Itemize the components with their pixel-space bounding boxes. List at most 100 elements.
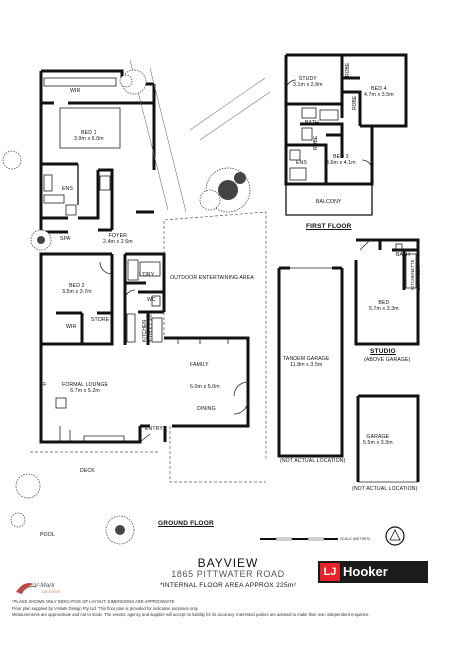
room-name: BED bbox=[378, 300, 390, 306]
room-bath-2: BATH bbox=[396, 252, 410, 258]
room-wir-2: WIR bbox=[66, 324, 76, 330]
tandem-garage-walls bbox=[277, 266, 344, 458]
label-ff: FF bbox=[40, 382, 47, 388]
note-not-actual-location-1: (NOT ACTUAL LOCATION) bbox=[280, 458, 346, 464]
garage-walls bbox=[356, 394, 420, 483]
room-name: BED 3 bbox=[333, 154, 349, 160]
scale-bar bbox=[260, 537, 338, 541]
room-robe-2: ROBE bbox=[352, 96, 358, 110]
room-ens-1: ENS bbox=[62, 186, 73, 192]
room-name: OUTDOOR ENTERTAINING AREA bbox=[170, 275, 254, 281]
trees bbox=[2, 69, 251, 545]
ground-floor-fixtures bbox=[43, 77, 249, 443]
room-dimensions: 3.6m x 4.1m bbox=[326, 160, 356, 166]
room-name: ENS bbox=[296, 160, 307, 166]
area-deck: DECK bbox=[80, 468, 95, 474]
room-name: ROBE bbox=[352, 95, 358, 110]
room-name: FORMAL LOUNGE bbox=[62, 382, 109, 388]
room-family: FAMILY bbox=[190, 362, 209, 368]
vmark-name: V-Mark bbox=[34, 582, 55, 589]
room-name: BALCONY bbox=[316, 199, 342, 205]
heading-first-floor: FIRST FLOOR bbox=[306, 223, 352, 230]
heading-studio-sub: (ABOVE GARAGE) bbox=[364, 357, 411, 363]
heading-ground-floor: GROUND FLOOR bbox=[158, 520, 214, 527]
room-dimensions: 11.8m x 3.5m bbox=[290, 362, 323, 368]
area-spa: SPA bbox=[60, 236, 70, 242]
area-pool: POOL bbox=[40, 532, 55, 538]
room-name: L'DRY bbox=[139, 272, 155, 278]
room-dimensions: 4.7m x 3.5m bbox=[364, 92, 394, 98]
room-name: BED 4 bbox=[371, 86, 387, 92]
room-dimensions: 3.5m x 3.7m bbox=[62, 289, 92, 295]
floor-area-note: *INTERNAL FLOOR AREA APPROX 225m² bbox=[159, 582, 297, 589]
hooker-wordmark: Hooker bbox=[343, 564, 388, 579]
room-laundry: L'DRY bbox=[139, 272, 154, 278]
north-compass-icon bbox=[385, 526, 405, 546]
room-name: BATH bbox=[305, 120, 319, 126]
room-name: DECK bbox=[80, 468, 95, 474]
room-name: BED 1 bbox=[81, 130, 97, 136]
room-dimensions: 5.5m x 3.3m bbox=[363, 440, 393, 446]
vmark-logo-icon bbox=[16, 583, 37, 595]
room-dimensions: 4.7m x 2.3m bbox=[148, 314, 154, 342]
room-name: WC bbox=[147, 297, 156, 303]
property-title: BAYVIEW bbox=[197, 556, 259, 570]
room-bath-1: BATH bbox=[305, 120, 319, 126]
room-name: KITCHENETTE bbox=[410, 259, 415, 291]
room-robe-1: ROBE bbox=[345, 63, 351, 77]
room-family-dim: 6.0m x 5.0m bbox=[190, 384, 220, 390]
room-dimensions: 5.7m x 3.3m bbox=[369, 306, 399, 312]
room-entry: ENTRY bbox=[145, 426, 163, 432]
room-dimensions: 2.4m x 2.6m bbox=[103, 239, 133, 245]
room-wc: WC bbox=[147, 297, 156, 303]
room-robe-3: ROBE bbox=[313, 136, 319, 150]
vmark-sub: DESIGN bbox=[42, 589, 61, 594]
room-dimensions: 3.1m x 2.8m bbox=[293, 82, 323, 88]
room-name: ENTRY bbox=[145, 426, 163, 432]
room-name: STORE bbox=[91, 317, 110, 323]
room-name: BATH bbox=[396, 252, 410, 258]
room-wir-1: WIR bbox=[70, 88, 80, 94]
lj-badge: LJ bbox=[320, 563, 340, 581]
room-name: DINING bbox=[197, 406, 216, 412]
room-name: FF bbox=[40, 382, 47, 388]
room-store: STORE bbox=[91, 317, 109, 323]
room-dimensions: 3.9m x 6.0m bbox=[74, 136, 104, 142]
first-floor-walls bbox=[284, 53, 408, 216]
property-address: 1865 PITTWATER ROAD bbox=[171, 569, 285, 579]
room-name: FAMILY bbox=[190, 362, 209, 368]
ground-floor-walls bbox=[39, 69, 250, 444]
area-balcony: BALCONY bbox=[316, 199, 342, 205]
room-dining: DINING bbox=[197, 406, 216, 412]
room-name: WIR bbox=[70, 88, 81, 94]
disclaimer-supplier: Floor plan supplied by V-Mark Design Pty… bbox=[12, 606, 199, 611]
room-name: STUDY bbox=[298, 76, 317, 82]
room-name: GARAGE bbox=[366, 434, 390, 440]
lj-hooker-logo: LJ Hooker bbox=[318, 561, 428, 583]
disclaimer-plans: *PLANS SHOWN ONLY INDICATIVE OF LAYOUT. … bbox=[12, 599, 175, 604]
room-name: TANDEM GARAGE bbox=[283, 356, 330, 362]
outdoor-outline bbox=[30, 59, 271, 483]
heading-studio: STUDIO bbox=[370, 348, 396, 355]
room-ens-2: ENS bbox=[296, 160, 307, 166]
room-name: SPA bbox=[60, 236, 71, 242]
room-name: FOYER bbox=[108, 233, 128, 239]
room-name: WIR bbox=[66, 324, 77, 330]
note-not-actual-location-2: (NOT ACTUAL LOCATION) bbox=[352, 486, 418, 492]
scale-label: SCALE (METRES) bbox=[340, 537, 371, 541]
area-outdoor-entertaining: OUTDOOR ENTERTAINING AREA bbox=[170, 275, 254, 281]
disclaimer-liability: Measurements are approximate and not to … bbox=[12, 612, 370, 617]
room-name: POOL bbox=[40, 532, 55, 538]
